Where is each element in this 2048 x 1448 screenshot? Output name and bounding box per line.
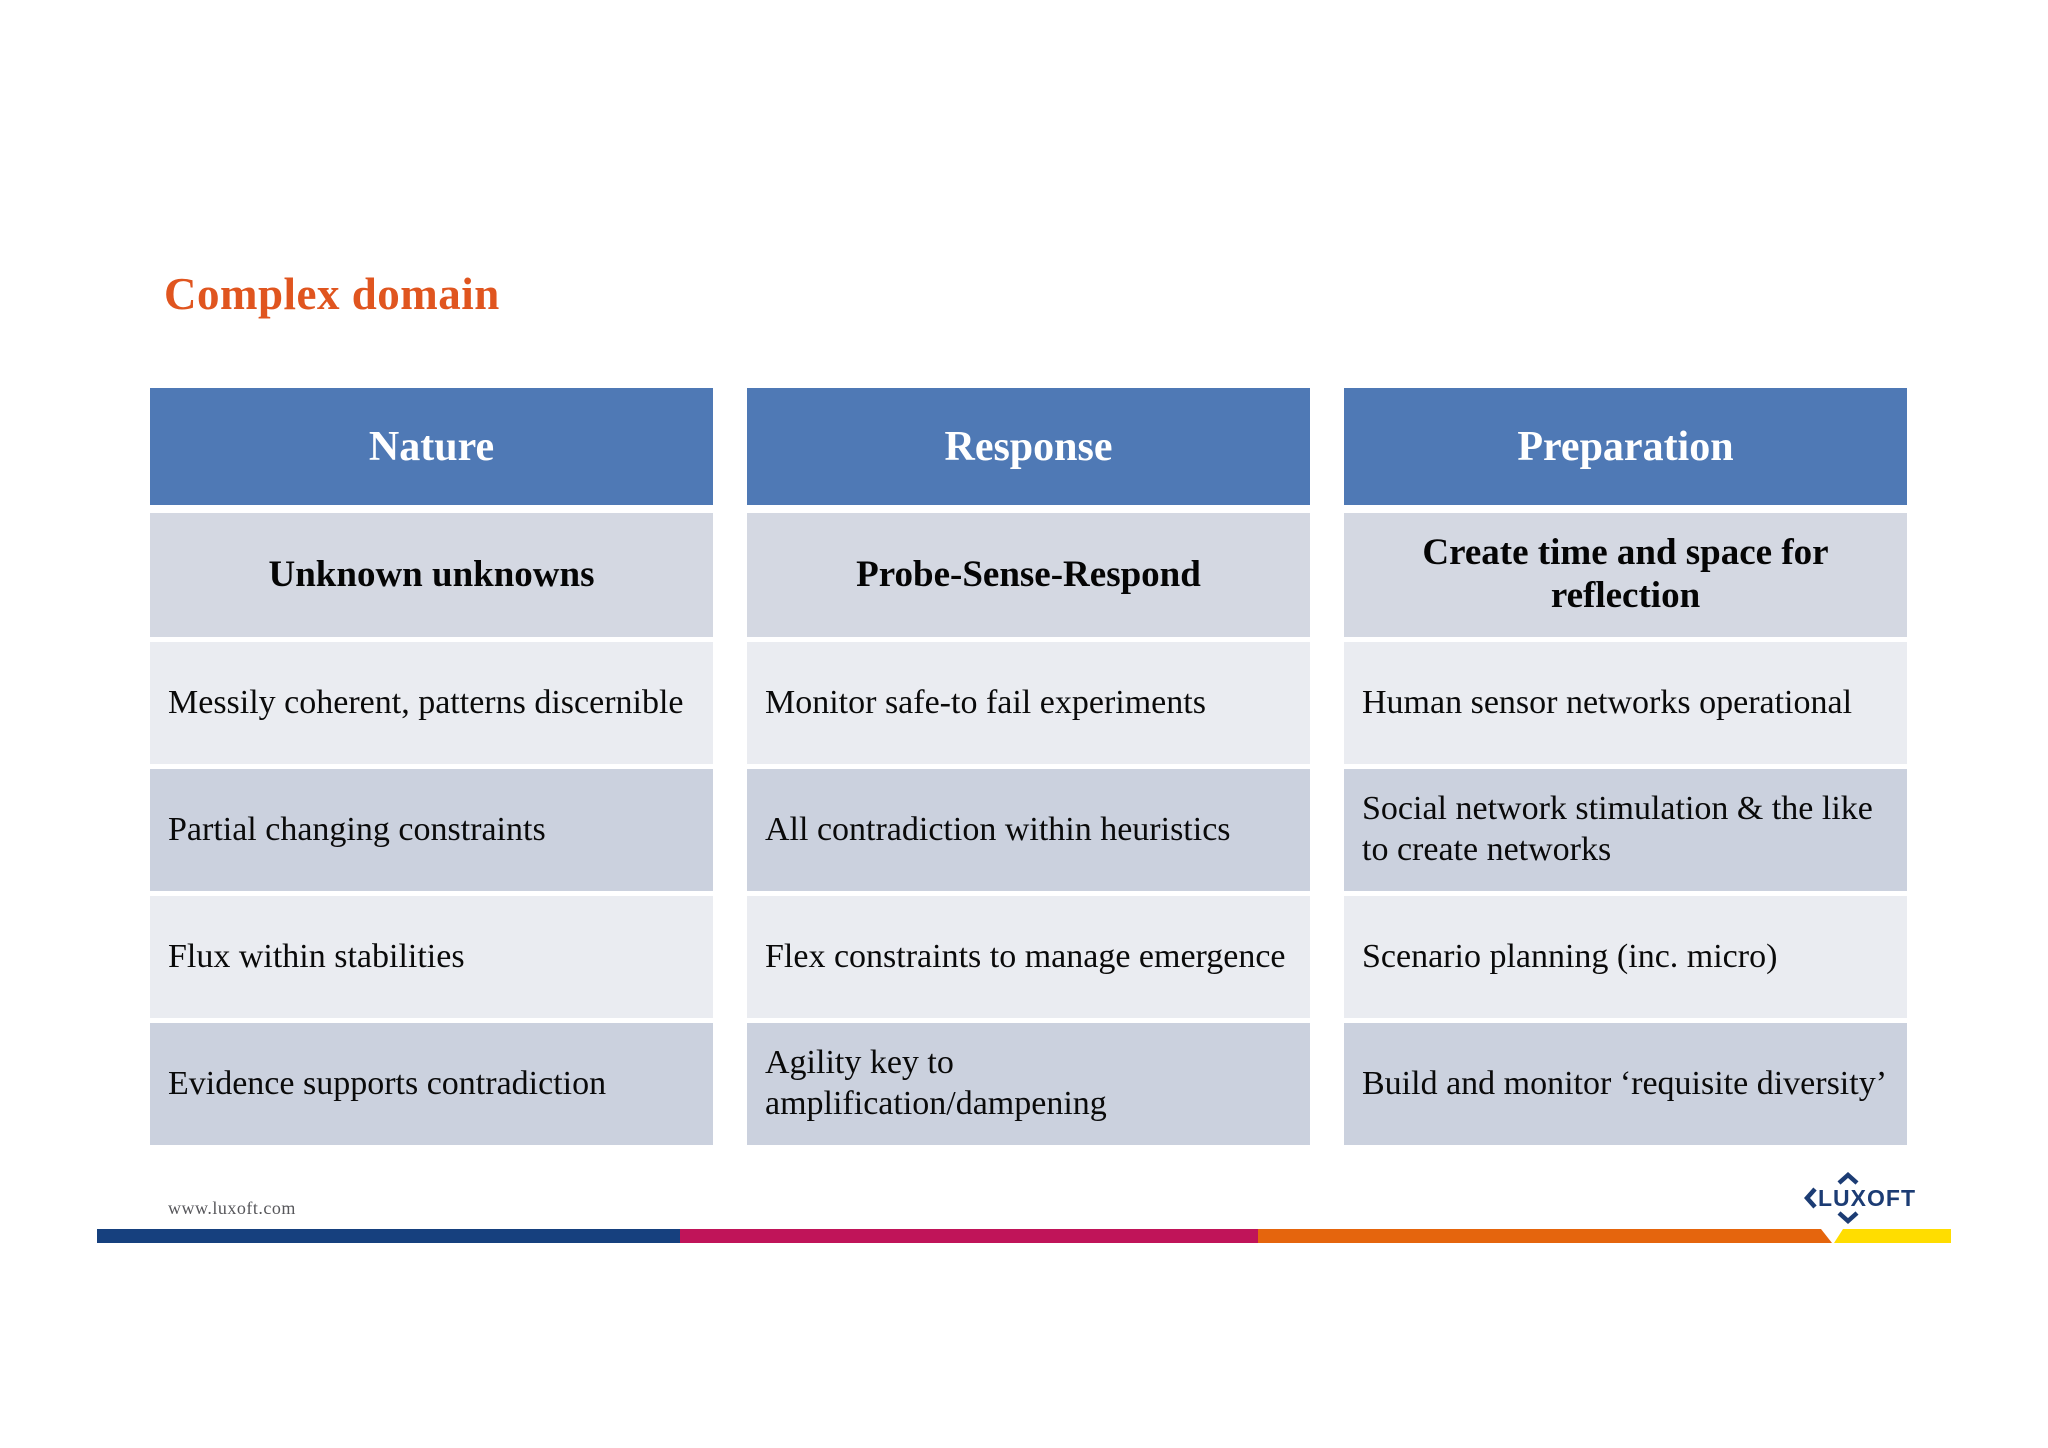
table-row: Agility key to amplification/dampening xyxy=(747,1023,1310,1145)
column-nature: Nature Unknown unknowns Messily coherent… xyxy=(150,388,713,1145)
column-response: Response Probe-Sense-Respond Monitor saf… xyxy=(747,388,1310,1145)
table-row: Flux within stabilities xyxy=(150,896,713,1018)
table-row: Scenario planning (inc. micro) xyxy=(1344,896,1907,1018)
table-row: Build and monitor ‘requisite diversity’ xyxy=(1344,1023,1907,1145)
footer-bar-navy-segment xyxy=(97,1229,680,1243)
logo-text-row: LUXOFT xyxy=(1803,1184,1916,1211)
domain-table: Nature Unknown unknowns Messily coherent… xyxy=(150,388,1907,1145)
column-header-preparation: Preparation xyxy=(1344,388,1907,505)
chevron-left-icon xyxy=(1803,1186,1817,1210)
table-row: Monitor safe-to fail experiments xyxy=(747,642,1310,764)
footer-bar-orange-segment xyxy=(1258,1229,1832,1243)
footer-bar-crimson-segment xyxy=(680,1229,1258,1243)
column-header-nature: Nature xyxy=(150,388,713,505)
chevron-up-icon xyxy=(1836,1171,1860,1185)
table-row: Evidence supports contradiction xyxy=(150,1023,713,1145)
table-row: Social network stimulation & the like to… xyxy=(1344,769,1907,891)
column-preparation: Preparation Create time and space for re… xyxy=(1344,388,1907,1145)
column-subheader-nature: Unknown unknowns xyxy=(150,513,713,637)
table-row: Partial changing constraints xyxy=(150,769,713,891)
column-subheader-response: Probe-Sense-Respond xyxy=(747,513,1310,637)
table-row: Human sensor networks operational xyxy=(1344,642,1907,764)
chevron-down-icon xyxy=(1836,1211,1860,1225)
footer-website-url: www.luxoft.com xyxy=(168,1198,296,1218)
luxoft-logo: LUXOFT xyxy=(1798,1171,1922,1225)
column-header-response: Response xyxy=(747,388,1310,505)
column-subheader-preparation: Create time and space for reflection xyxy=(1344,513,1907,637)
table-row: Flex constraints to manage emergence xyxy=(747,896,1310,1018)
page-title: Complex domain xyxy=(164,269,500,319)
logo-wordmark: LUXOFT xyxy=(1818,1184,1916,1211)
table-row: All contradiction within heuristics xyxy=(747,769,1310,891)
footer-bar-yellow-segment xyxy=(1834,1229,1951,1243)
table-row: Messily coherent, patterns discernible xyxy=(150,642,713,764)
